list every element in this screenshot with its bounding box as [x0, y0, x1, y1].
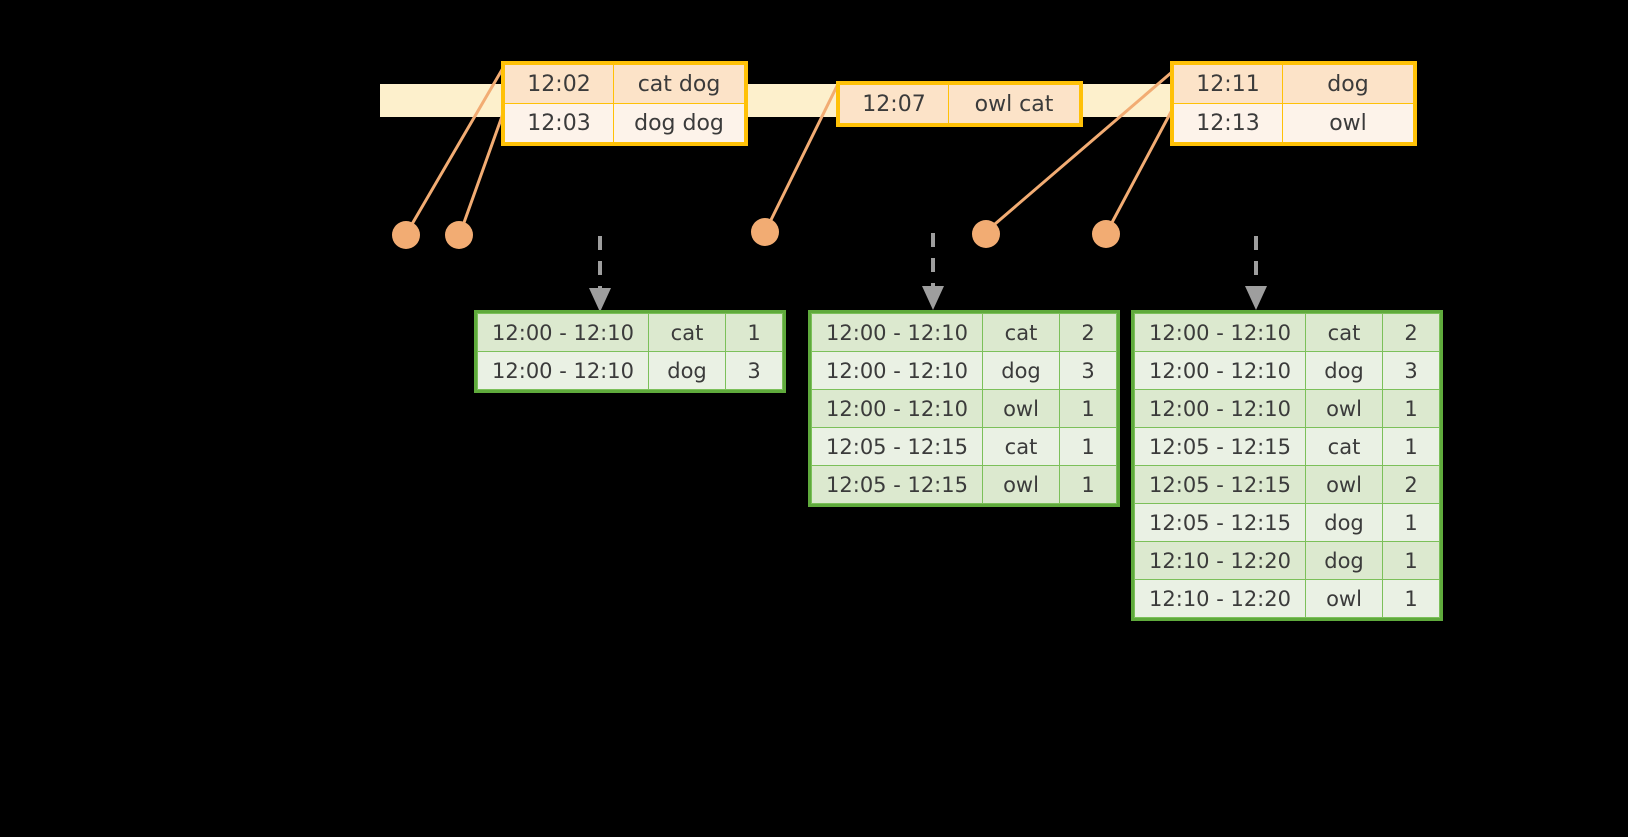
event-dot-4	[972, 220, 1000, 248]
table-row[interactable]: 12:10 - 12:20 owl 1	[1134, 579, 1440, 618]
connector-line-2	[459, 106, 507, 233]
count-cell: 1	[1059, 465, 1117, 504]
trigger-arrow-1	[589, 236, 611, 312]
table-row[interactable]: 12:05 - 12:15 dog 1	[1134, 503, 1440, 542]
event-dot-2	[445, 221, 473, 249]
event-row[interactable]: 12:03 dog dog	[504, 103, 745, 143]
count-cell: 3	[1382, 351, 1440, 390]
window-cell: 12:00 - 12:10	[1134, 351, 1306, 390]
count-cell: 3	[725, 351, 783, 390]
count-cell: 1	[1059, 389, 1117, 428]
count-cell: 1	[725, 313, 783, 352]
count-cell: 1	[1382, 541, 1440, 580]
trigger-arrow-2	[922, 233, 944, 310]
window-cell: 12:05 - 12:15	[1134, 427, 1306, 466]
word-cell: owl	[982, 389, 1060, 428]
count-cell: 3	[1059, 351, 1117, 390]
window-cell: 12:00 - 12:10	[477, 313, 649, 352]
event-group-1[interactable]: 12:02 cat dog 12:03 dog dog	[501, 61, 748, 146]
event-dot-3	[751, 218, 779, 246]
table-row[interactable]: 12:00 - 12:10 dog 3	[477, 351, 783, 390]
word-cell: cat	[1305, 313, 1383, 352]
event-group-3[interactable]: 12:11 dog 12:13 owl	[1170, 61, 1417, 146]
trigger-arrows	[589, 233, 1267, 312]
window-cell: 12:05 - 12:15	[811, 427, 983, 466]
count-cell: 1	[1382, 503, 1440, 542]
event-words: dog	[1282, 64, 1414, 104]
window-cell: 12:05 - 12:15	[1134, 465, 1306, 504]
count-cell: 1	[1382, 427, 1440, 466]
table-row[interactable]: 12:05 - 12:15 cat 1	[1134, 427, 1440, 466]
window-cell: 12:00 - 12:10	[477, 351, 649, 390]
table-row[interactable]: 12:05 - 12:15 owl 1	[811, 465, 1117, 504]
word-cell: cat	[982, 313, 1060, 352]
word-cell: dog	[1305, 503, 1383, 542]
window-cell: 12:00 - 12:10	[1134, 313, 1306, 352]
event-time: 12:02	[504, 64, 614, 104]
window-cell: 12:00 - 12:10	[811, 389, 983, 428]
event-dot-5	[1092, 220, 1120, 248]
event-time: 12:03	[504, 103, 614, 143]
word-cell: cat	[1305, 427, 1383, 466]
table-row[interactable]: 12:00 - 12:10 owl 1	[1134, 389, 1440, 428]
word-cell: owl	[1305, 389, 1383, 428]
event-time: 12:13	[1173, 103, 1283, 143]
table-row[interactable]: 12:00 - 12:10 owl 1	[811, 389, 1117, 428]
window-cell: 12:05 - 12:15	[811, 465, 983, 504]
event-words: owl	[1282, 103, 1414, 143]
event-row[interactable]: 12:02 cat dog	[504, 64, 745, 104]
table-row[interactable]: 12:00 - 12:10 dog 3	[811, 351, 1117, 390]
count-cell: 1	[1382, 389, 1440, 428]
count-cell: 2	[1059, 313, 1117, 352]
result-table-3[interactable]: 12:00 - 12:10 cat 2 12:00 - 12:10 dog 3 …	[1131, 310, 1443, 621]
table-row[interactable]: 12:05 - 12:15 cat 1	[811, 427, 1117, 466]
event-row[interactable]: 12:11 dog	[1173, 64, 1414, 104]
event-row[interactable]: 12:13 owl	[1173, 103, 1414, 143]
event-group-2[interactable]: 12:07 owl cat	[836, 81, 1083, 127]
table-row[interactable]: 12:00 - 12:10 dog 3	[1134, 351, 1440, 390]
window-cell: 12:10 - 12:20	[1134, 579, 1306, 618]
event-words: owl cat	[948, 84, 1080, 124]
word-cell: cat	[982, 427, 1060, 466]
word-cell: dog	[982, 351, 1060, 390]
count-cell: 2	[1382, 465, 1440, 504]
count-cell: 2	[1382, 313, 1440, 352]
connector-line-5	[1106, 108, 1174, 232]
result-table-2[interactable]: 12:00 - 12:10 cat 2 12:00 - 12:10 dog 3 …	[808, 310, 1120, 507]
connector-dots	[392, 218, 1120, 249]
count-cell: 1	[1382, 579, 1440, 618]
window-cell: 12:00 - 12:10	[811, 313, 983, 352]
event-words: dog dog	[613, 103, 745, 143]
count-cell: 1	[1059, 427, 1117, 466]
word-cell: dog	[1305, 351, 1383, 390]
word-cell: owl	[1305, 579, 1383, 618]
event-time: 12:07	[839, 84, 949, 124]
window-cell: 12:00 - 12:10	[1134, 389, 1306, 428]
event-dot-1	[392, 221, 420, 249]
window-cell: 12:10 - 12:20	[1134, 541, 1306, 580]
window-cell: 12:00 - 12:10	[811, 351, 983, 390]
table-row[interactable]: 12:00 - 12:10 cat 1	[477, 313, 783, 352]
word-cell: owl	[982, 465, 1060, 504]
event-words: cat dog	[613, 64, 745, 104]
result-table-1[interactable]: 12:00 - 12:10 cat 1 12:00 - 12:10 dog 3	[474, 310, 786, 393]
window-cell: 12:05 - 12:15	[1134, 503, 1306, 542]
word-cell: dog	[648, 351, 726, 390]
table-row[interactable]: 12:05 - 12:15 owl 2	[1134, 465, 1440, 504]
word-cell: owl	[1305, 465, 1383, 504]
table-row[interactable]: 12:10 - 12:20 dog 1	[1134, 541, 1440, 580]
table-row[interactable]: 12:00 - 12:10 cat 2	[811, 313, 1117, 352]
word-cell: cat	[648, 313, 726, 352]
word-cell: dog	[1305, 541, 1383, 580]
trigger-arrow-3	[1245, 236, 1267, 310]
event-time: 12:11	[1173, 64, 1283, 104]
table-row[interactable]: 12:00 - 12:10 cat 2	[1134, 313, 1440, 352]
event-row[interactable]: 12:07 owl cat	[839, 84, 1080, 124]
